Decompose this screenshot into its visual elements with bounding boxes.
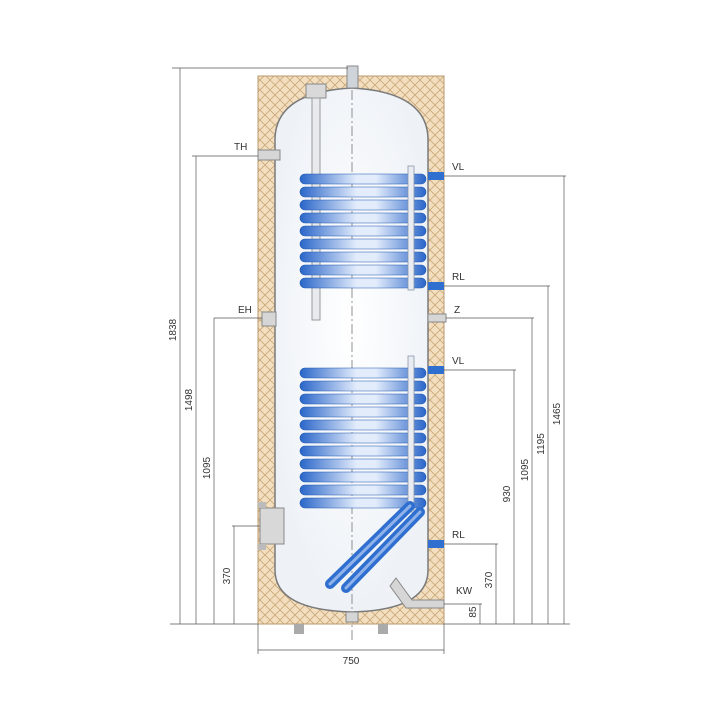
coil-winding — [299, 212, 427, 224]
coil-winding — [299, 419, 427, 431]
coil-winding — [299, 484, 427, 496]
drain — [345, 611, 359, 623]
dim-rl-lower-height: 370 — [484, 571, 495, 588]
coil-riser — [407, 165, 415, 291]
label-eh: EH — [238, 305, 252, 316]
coil-winding — [299, 173, 427, 185]
label-kw: KW — [456, 586, 473, 597]
foot-right — [378, 624, 388, 634]
anode-cap — [305, 83, 327, 99]
width-dimension — [257, 624, 445, 654]
left-dimensions — [170, 67, 348, 625]
dim-th-height: 1498 — [184, 388, 195, 411]
coil-winding — [299, 458, 427, 470]
coil-winding — [299, 251, 427, 263]
foot-left — [294, 624, 304, 634]
dim-flange-height: 370 — [222, 567, 233, 584]
coil-winding — [299, 277, 427, 289]
flange-bolt-top — [258, 502, 266, 508]
lower-heat-exchanger — [299, 355, 427, 513]
top-outlet — [346, 65, 359, 89]
th-stub — [257, 149, 281, 161]
kw-inlet — [389, 577, 445, 609]
rl-upper-stub — [428, 282, 444, 290]
flange — [259, 507, 285, 545]
dim-total-height: 1838 — [168, 318, 179, 341]
dim-width: 750 — [343, 656, 360, 667]
z-stub — [427, 313, 447, 323]
coil-winding — [299, 199, 427, 211]
coil-winding — [299, 393, 427, 405]
vl-upper-stub — [428, 172, 444, 180]
dim-kw-height: 85 — [468, 606, 479, 618]
coil-winding — [299, 238, 427, 250]
label-vl-upper: VL — [452, 162, 465, 173]
coil-winding — [299, 471, 427, 483]
label-th: TH — [234, 142, 247, 153]
upper-heat-exchanger — [299, 165, 427, 291]
rl-lower-stub — [428, 540, 444, 548]
coil-winding — [299, 406, 427, 418]
eh-stub — [261, 311, 277, 327]
coil-winding — [299, 380, 427, 392]
dim-z-height: 1095 — [520, 458, 531, 481]
flange-bolt-bottom — [258, 544, 266, 550]
coil-winding — [299, 186, 427, 198]
dim-vl-lower-height: 930 — [502, 485, 513, 502]
label-rl-lower: RL — [452, 530, 465, 541]
label-z: Z — [454, 305, 460, 316]
label-vl-lower: VL — [452, 356, 465, 367]
coil-winding — [299, 445, 427, 457]
dim-eh-height: 1095 — [202, 456, 213, 479]
lower-coil-return — [325, 501, 425, 593]
label-rl-upper: RL — [452, 272, 465, 283]
vl-lower-stub — [428, 366, 444, 374]
coil-winding — [299, 497, 427, 509]
coil-winding — [299, 367, 427, 379]
dim-vl-upper-height: 1465 — [552, 402, 563, 425]
coil-winding — [299, 225, 427, 237]
coil-riser — [407, 355, 415, 513]
coil-winding — [299, 264, 427, 276]
right-dimensions — [444, 175, 570, 625]
coil-winding — [299, 432, 427, 444]
dim-rl-upper-height: 1195 — [536, 433, 547, 455]
